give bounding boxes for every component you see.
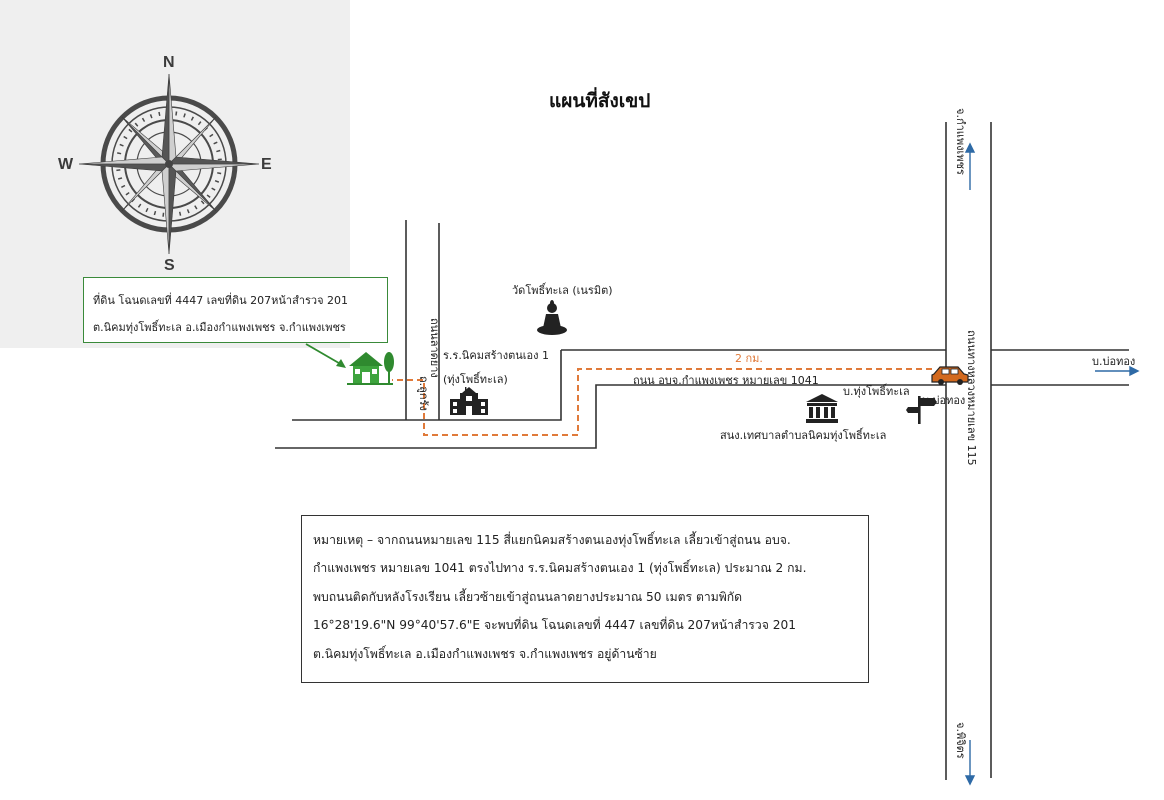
school-label-line-1: ร.ร.นิคมสร้างตนเอง 1	[443, 349, 550, 362]
signpost-icon	[906, 396, 937, 424]
house-icon	[347, 352, 394, 385]
buddha-icon	[537, 300, 567, 335]
note-line-4: 16°28'19.6"N 99°40'57.6"E จะพบที่ดิน โฉน…	[313, 618, 796, 633]
callout-line-2: ต.นิคมทุ่งโพธิ์ทะเล อ.เมืองกำแพงเพชร จ.ก…	[93, 321, 346, 334]
school-label-line-2: (ทุ่งโพธิ์ทะเล)	[443, 373, 508, 386]
note-line-1: หมายเหตุ – จากถนนหมายเลข 115 สี่แยกนิคมส…	[313, 533, 791, 547]
directions-note: หมายเหตุ – จากถนนหมายเลข 115 สี่แยกนิคมส…	[301, 515, 869, 683]
compass-rose-icon	[78, 73, 260, 255]
office-label: สนง.เทศบาลตำบลนิคมทุ่งโพธิ์ทะเล	[720, 429, 887, 442]
compass-east-label: E	[261, 156, 272, 173]
note-line-5: ต.นิคมทุ่งโพธิ์ทะเล อ.เมืองกำแพงเพชร จ.ก…	[313, 646, 657, 661]
village-junction-label: บ.ทุ่งโพธิ์ทะเล	[843, 385, 910, 398]
road-1041-label: ถนน อบจ.กำแพงเพชร หมายเลข 1041	[633, 374, 819, 387]
north-destination-label: จ.กำแพงเพชร	[954, 108, 967, 175]
temple-label: วัดโพธิ์ทะเล (เนรมิต)	[512, 284, 613, 297]
map-title: แผนที่สังเขป	[549, 90, 651, 112]
route-path	[392, 368, 932, 436]
note-line-2: กำแพงเพชร หมายเลข 1041 ตรงไปทาง ร.ร.นิคม…	[313, 561, 807, 576]
school-icon	[450, 387, 488, 415]
road-1041-south-edge	[275, 384, 946, 449]
road-1041-north-bend	[292, 350, 562, 421]
direction-arrows	[964, 142, 1140, 786]
callout-line-1: ที่ดิน โฉนดเลขที่ 4447 เลขที่ดิน 207หน้า…	[93, 294, 349, 307]
east-destination-label: บ.บ่อทอง	[1092, 355, 1136, 368]
south-destination-label: จ.พิจิตร	[954, 722, 967, 759]
compass-north-label: N	[163, 54, 175, 71]
government-office-icon	[806, 394, 838, 423]
paved-lane-label: ถนนลาดยาง	[428, 318, 441, 378]
signpost-label: บ.บ่อทอง	[922, 394, 966, 407]
road-network	[275, 122, 1129, 780]
dirt-lane-label: ถ.ลูกรัง	[417, 376, 430, 411]
callout-pointer	[305, 343, 346, 368]
distance-label: 2 กม.	[735, 352, 763, 365]
highway-115-label: ถนนทางหลวงหมายเลข 115	[965, 330, 978, 466]
compass-west-label: W	[58, 156, 74, 173]
car-icon	[931, 366, 969, 385]
compass-south-label: S	[164, 257, 175, 274]
land-callout: ที่ดิน โฉนดเลขที่ 4447 เลขที่ดิน 207หน้า…	[83, 277, 388, 343]
note-line-3: พบถนนติดกับหลังโรงเรียน เลี้ยวซ้ายเข้าสู…	[313, 589, 743, 604]
